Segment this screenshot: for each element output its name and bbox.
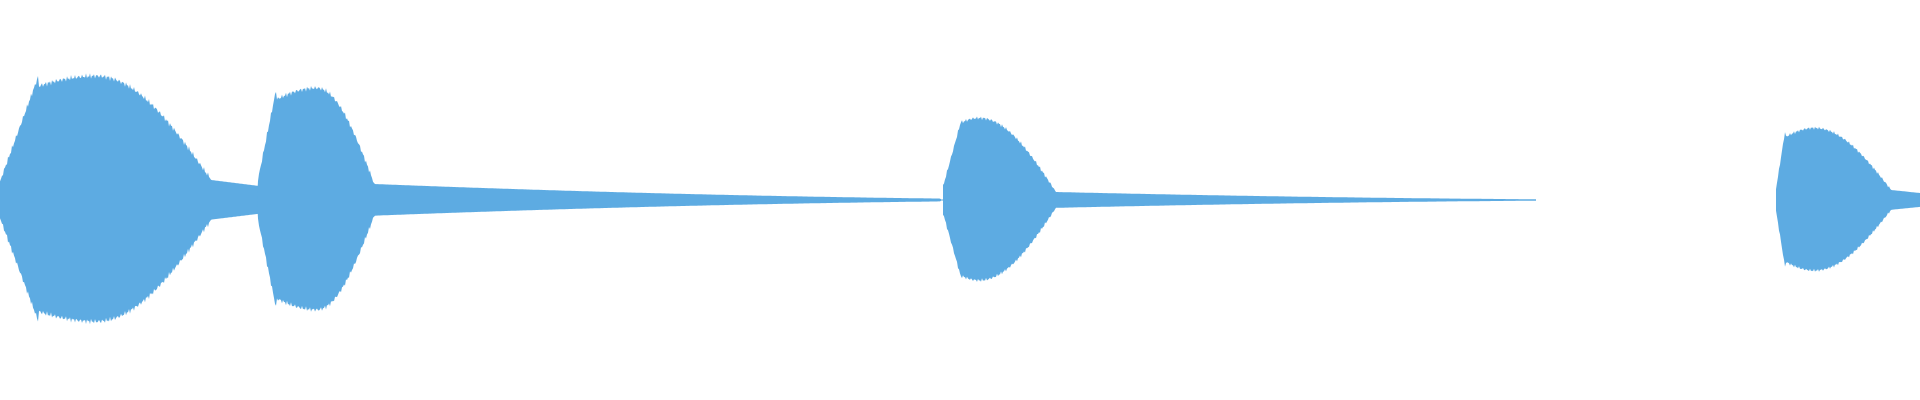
waveform-segment-4 [1776,126,1920,272]
waveform-segment-1 [0,73,259,325]
waveform-segment-3 [943,116,1536,282]
waveform-segment-2 [257,86,941,312]
